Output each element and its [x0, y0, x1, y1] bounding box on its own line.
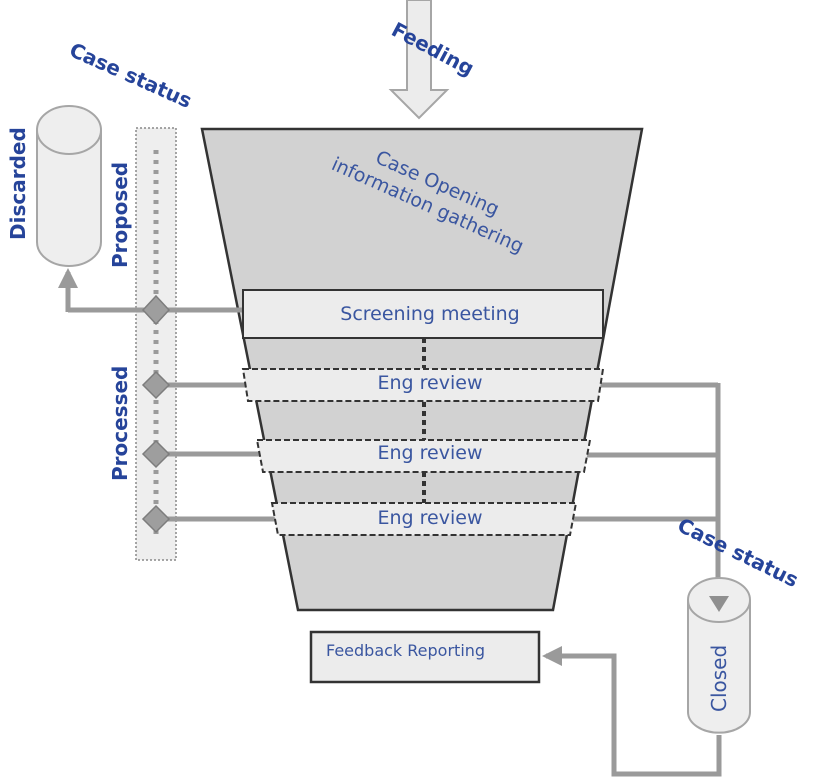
right-connectors	[572, 382, 728, 604]
feedback-reporting-box[interactable]: Feedback Reporting	[309, 630, 541, 684]
status-diamonds	[141, 294, 171, 534]
feedback-reporting-label: Feedback Reporting	[326, 641, 485, 660]
processed-label: Processed	[108, 366, 132, 481]
feedback-connector	[542, 646, 722, 777]
stage-label: Eng review	[378, 442, 483, 464]
feeding-label: Feeding	[388, 17, 478, 80]
stage-eng-review-3[interactable]: Eng review	[270, 502, 578, 536]
diamond-screening	[141, 294, 171, 326]
stage-eng-review-2[interactable]: Eng review	[255, 439, 592, 473]
diamond-eng-review-1	[141, 370, 171, 400]
feeding-arrow	[388, 0, 450, 120]
proposed-label: Proposed	[108, 162, 132, 268]
stage-label: Eng review	[378, 372, 483, 394]
discarded-cylinder	[36, 105, 102, 267]
closed-label: Closed	[707, 645, 731, 712]
left-case-status-header: Case status	[66, 38, 196, 113]
right-case-status-header: Case status	[674, 513, 803, 592]
diamond-eng-review-2	[141, 439, 171, 469]
stage-label: Screening meeting	[340, 303, 519, 325]
closed-cylinder	[687, 577, 751, 734]
discarded-label: Discarded	[6, 127, 30, 240]
diamond-eng-review-3	[141, 504, 171, 534]
stage-label: Eng review	[378, 507, 483, 529]
stage-screening-meeting[interactable]: Screening meeting	[242, 289, 604, 339]
stage-eng-review-1[interactable]: Eng review	[241, 368, 605, 402]
